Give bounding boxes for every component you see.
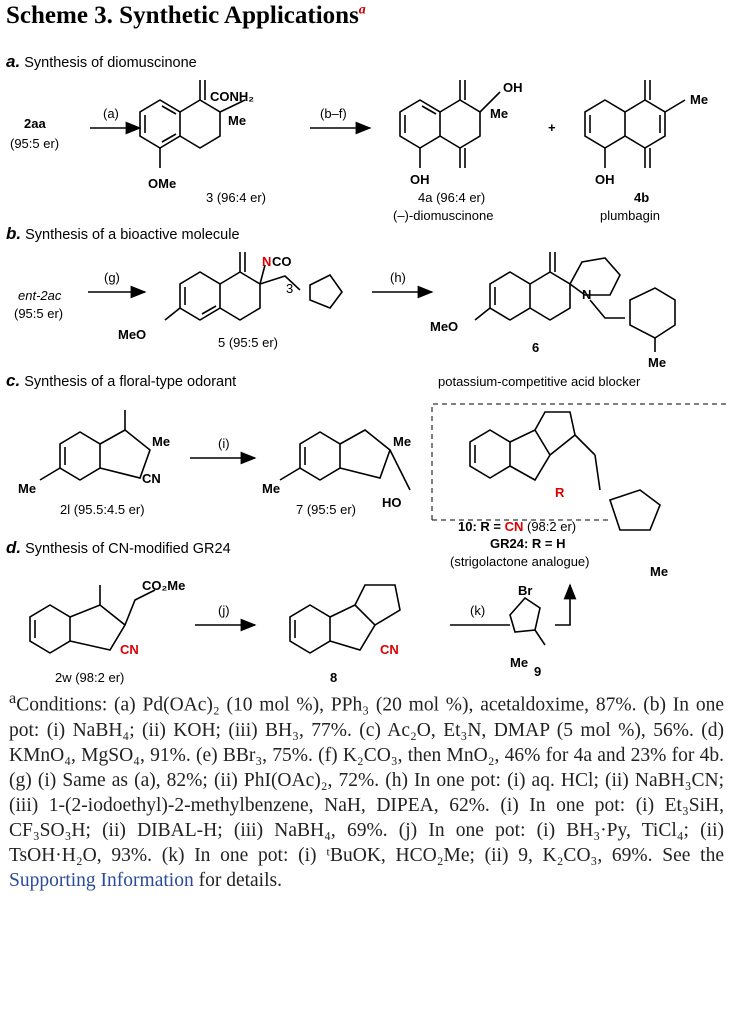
section-b-heading: b. Synthesis of a bioactive molecule <box>6 224 240 243</box>
label-co-5: CO <box>272 254 292 269</box>
structure-10 <box>469 411 661 531</box>
label-7: 7 (95:5 er) <box>296 502 356 517</box>
label-4a: 4a (96:4 er) <box>418 190 485 205</box>
label-conh2: CONH₂ <box>210 89 254 104</box>
structure-9 <box>509 596 546 646</box>
label-step-g: (g) <box>104 270 120 285</box>
label-2aa: 2aa <box>24 116 46 131</box>
label-meo-5: MeO <box>118 327 146 342</box>
label-8: 8 <box>330 670 337 685</box>
structure-3 <box>139 80 246 168</box>
label-oh-4b: OH <box>595 172 615 187</box>
label-step-k: (k) <box>470 603 485 618</box>
label-ent-2ac: ent-2ac <box>18 288 62 303</box>
label-step-i: (i) <box>218 436 230 451</box>
label-meo-6: MeO <box>430 319 458 334</box>
arrow-d2-up <box>555 583 577 626</box>
label-me-4b: Me <box>690 92 708 107</box>
structure-6 <box>474 252 676 352</box>
structure-8 <box>289 584 401 654</box>
label-2l: 2l (95.5:4.5 er) <box>60 502 145 517</box>
label-me-10: Me <box>650 564 668 579</box>
structure-4a <box>399 80 501 168</box>
label-2w: 2w (98:2 er) <box>55 670 124 685</box>
section-a-heading: a. Synthesis of diomuscinone <box>6 52 197 71</box>
label-step-b-f: (b–f) <box>320 106 347 121</box>
scheme-footnote: aConditions: (a) Pd(OAc)₂ (10 mol %), PP… <box>9 689 724 891</box>
label-10: 10: R = CN (98:2 er) <box>458 519 576 534</box>
label-ome: OMe <box>148 176 176 191</box>
label-plumbagin: plumbagin <box>600 208 660 223</box>
label-me-7: Me <box>393 434 411 449</box>
label-oh-4a-top: OH <box>503 80 523 95</box>
label-subscript-3: 3 <box>286 281 293 296</box>
label-me-2l: Me <box>152 434 170 449</box>
label-5: 5 (95:5 er) <box>218 335 278 350</box>
structure-4b <box>584 80 686 168</box>
label-2aa-er: (95:5 er) <box>10 136 59 151</box>
section-c-heading: c. Synthesis of a floral-type odorant <box>6 371 237 390</box>
label-cn-2w: CN <box>120 642 139 657</box>
label-me-4a: Me <box>490 106 508 121</box>
label-diomuscinone: (–)-diomuscinone <box>393 208 493 223</box>
structure-7 <box>279 429 411 491</box>
label-9: 9 <box>534 664 541 679</box>
label-cn-8: CN <box>380 642 399 657</box>
label-gr24: GR24: R = H <box>490 536 566 551</box>
structure-2l <box>39 410 151 481</box>
label-3: 3 (96:4 er) <box>206 190 266 205</box>
label-r: R <box>555 485 565 500</box>
label-me-9: Me <box>510 655 528 670</box>
label-step-h: (h) <box>390 270 406 285</box>
label-ent-2ac-er: (95:5 er) <box>14 306 63 321</box>
label-br: Br <box>518 583 532 598</box>
scheme-title: Scheme 3. Synthetic Applicationsa <box>6 2 366 29</box>
structure-5 <box>164 252 343 321</box>
dashed-box <box>431 403 730 520</box>
label-plus: + <box>548 120 556 135</box>
label-oh-4a: OH <box>410 172 430 187</box>
reaction-scheme: 2aa (95:5 er) (a) CONH₂ Me OMe 3 (96:4 e… <box>10 80 730 685</box>
label-ho-7: HO <box>382 495 402 510</box>
label-acid-blocker: potassium-competitive acid blocker <box>438 374 641 389</box>
label-n-6: N <box>582 287 591 302</box>
label-n-5: N <box>262 254 271 269</box>
label-cn-2l: CN <box>142 471 161 486</box>
structure-2w <box>29 585 156 654</box>
label-co2me: CO₂Me <box>142 578 185 593</box>
label-step-j: (j) <box>218 603 230 618</box>
label-step-a: (a) <box>103 106 119 121</box>
label-me-6: Me <box>648 355 666 370</box>
supporting-information-link[interactable]: Supporting Information <box>9 869 194 891</box>
label-me-ring-2l: Me <box>18 481 36 496</box>
label-strigolactone: (strigolactone analogue) <box>450 554 589 569</box>
label-me-ring-7: Me <box>262 481 280 496</box>
label-4b: 4b <box>634 190 649 205</box>
section-d-heading: d. Synthesis of CN-modified GR24 <box>6 538 231 557</box>
label-me-3: Me <box>228 113 246 128</box>
label-6: 6 <box>532 340 539 355</box>
